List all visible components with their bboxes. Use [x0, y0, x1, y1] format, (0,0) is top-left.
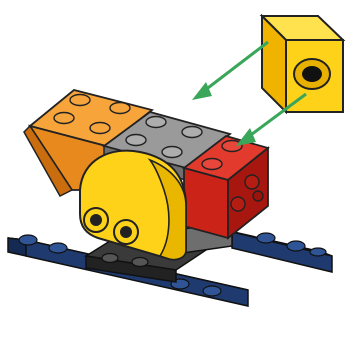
orange-stud — [70, 95, 90, 106]
grey-stud — [162, 147, 182, 158]
red-side-stud — [231, 197, 245, 211]
orange-stud — [110, 103, 130, 114]
front-plate-stud — [49, 243, 67, 253]
back-plate-stud — [287, 241, 305, 251]
red-side-stud — [253, 191, 263, 201]
red-side-stud — [245, 175, 259, 189]
arrow-upper-line — [200, 42, 268, 94]
front-plate-stud — [203, 286, 221, 296]
grey-stud — [182, 127, 202, 138]
orange-stud — [54, 113, 74, 124]
orange-stud — [90, 123, 110, 134]
inset-brick-hole — [302, 66, 322, 82]
yellow-curved-brick — [80, 151, 186, 260]
red-brick-front — [184, 168, 228, 238]
yellow-stud-hole — [90, 214, 102, 226]
front-plate-stud — [19, 235, 37, 245]
yellow-stud-hole — [120, 226, 132, 238]
arrow-upper-head — [192, 82, 212, 100]
red-stud — [202, 159, 222, 170]
back-plate-stud — [310, 248, 326, 256]
grey-stud — [146, 117, 166, 128]
back-plate-stud — [257, 233, 275, 243]
black-plate-stud — [102, 254, 118, 263]
black-plate-stud — [132, 258, 148, 267]
grey-stud — [126, 135, 146, 146]
